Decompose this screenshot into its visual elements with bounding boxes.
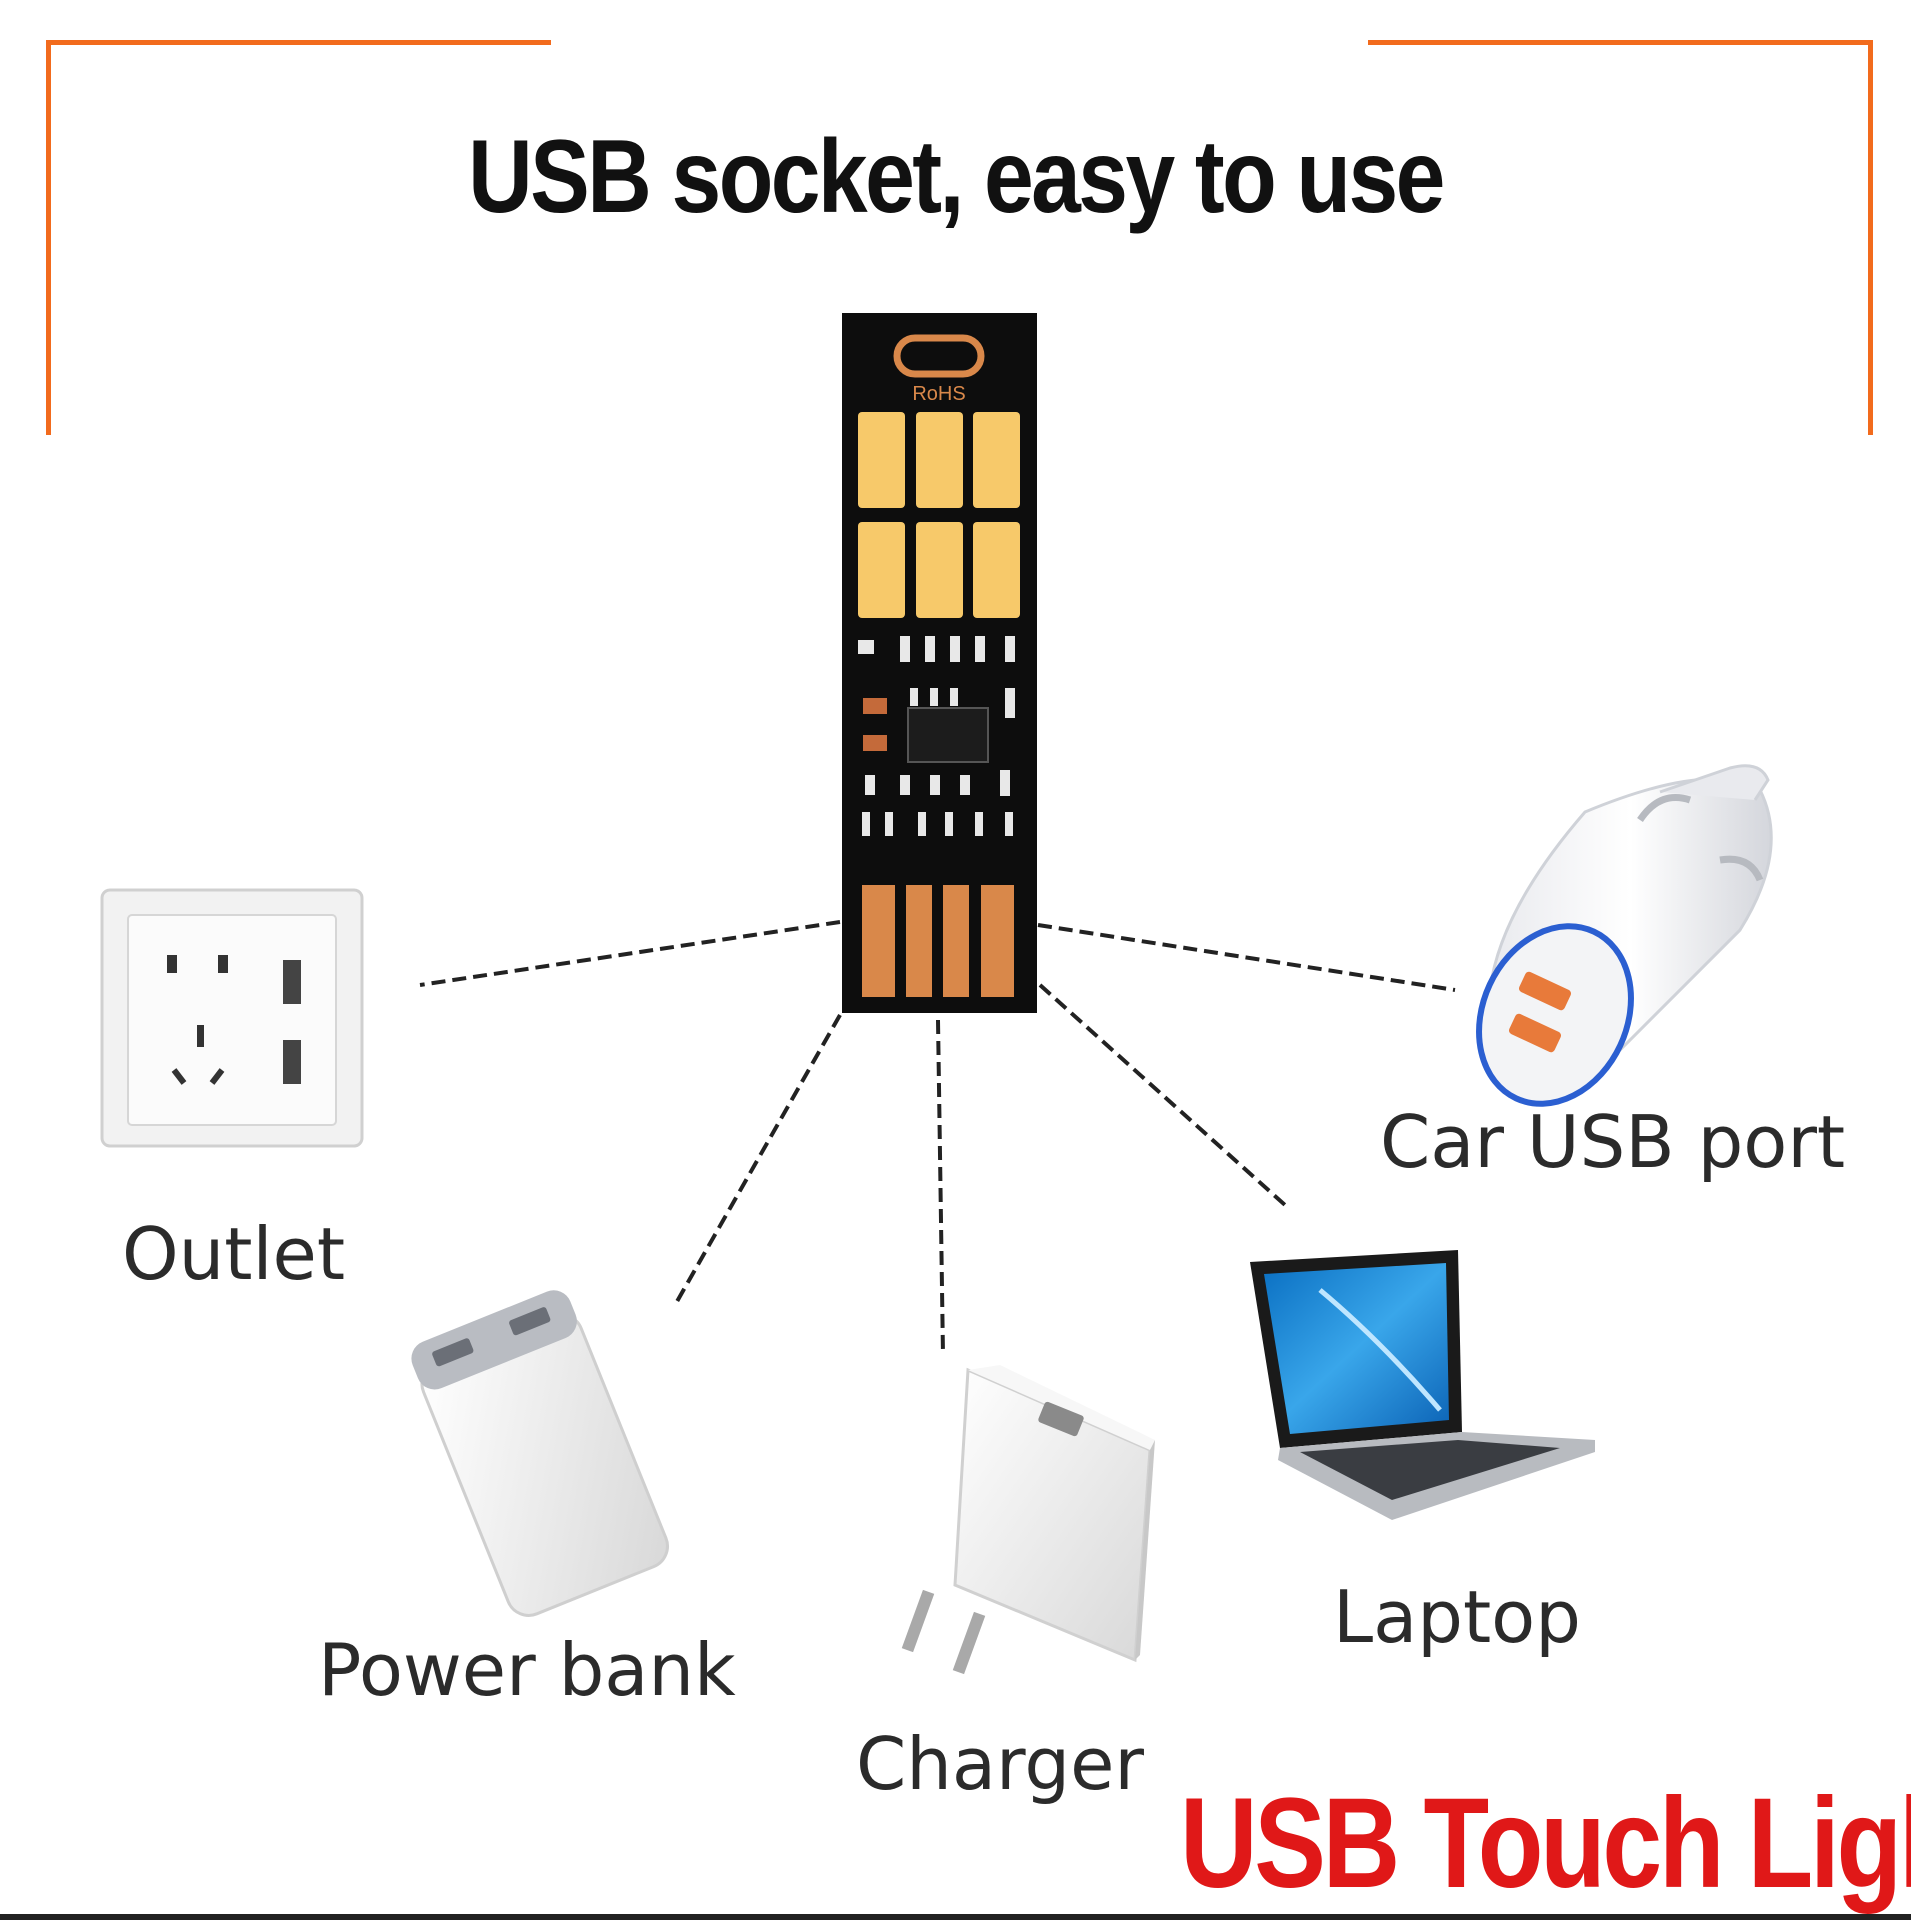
connector-outlet: [419, 920, 841, 987]
headline: USB socket, easy to use: [468, 119, 1445, 235]
outlet-label: Outlet: [122, 1212, 346, 1296]
rohs-marking: RoHS: [912, 383, 965, 405]
connector-lines: [419, 920, 1456, 1356]
led-array: [858, 412, 1020, 618]
frame-right: [1868, 40, 1873, 435]
circuit-components: [858, 636, 1015, 836]
laptop-label: Laptop: [1333, 1575, 1581, 1659]
charger-illustration: [901, 1365, 1155, 1675]
frame-top-left: [46, 40, 551, 45]
usb-led-board: RoHS: [842, 313, 1037, 1013]
lanyard-hole: [893, 334, 985, 378]
frame-top-right: [1368, 40, 1873, 45]
connector-charger: [936, 1019, 945, 1356]
bottom-border: [0, 1914, 1911, 1920]
car-usb-port-illustration: [1476, 764, 1773, 1107]
connector-laptop: [1038, 983, 1287, 1207]
connector-power-bank: [673, 1014, 842, 1306]
charger-label: Charger: [856, 1722, 1144, 1806]
power-bank-illustration: [411, 1290, 669, 1617]
connector-car-usb-port: [1037, 923, 1456, 992]
car-usb-port-label: Car USB port: [1380, 1100, 1846, 1184]
brand-title: USB Touch Light: [1180, 1772, 1911, 1915]
usb-contacts: [862, 885, 1014, 997]
laptop-illustration: [1250, 1250, 1595, 1520]
power-bank-label: Power bank: [318, 1628, 736, 1712]
frame-left: [46, 40, 51, 435]
outlet-illustration: [100, 888, 364, 1148]
